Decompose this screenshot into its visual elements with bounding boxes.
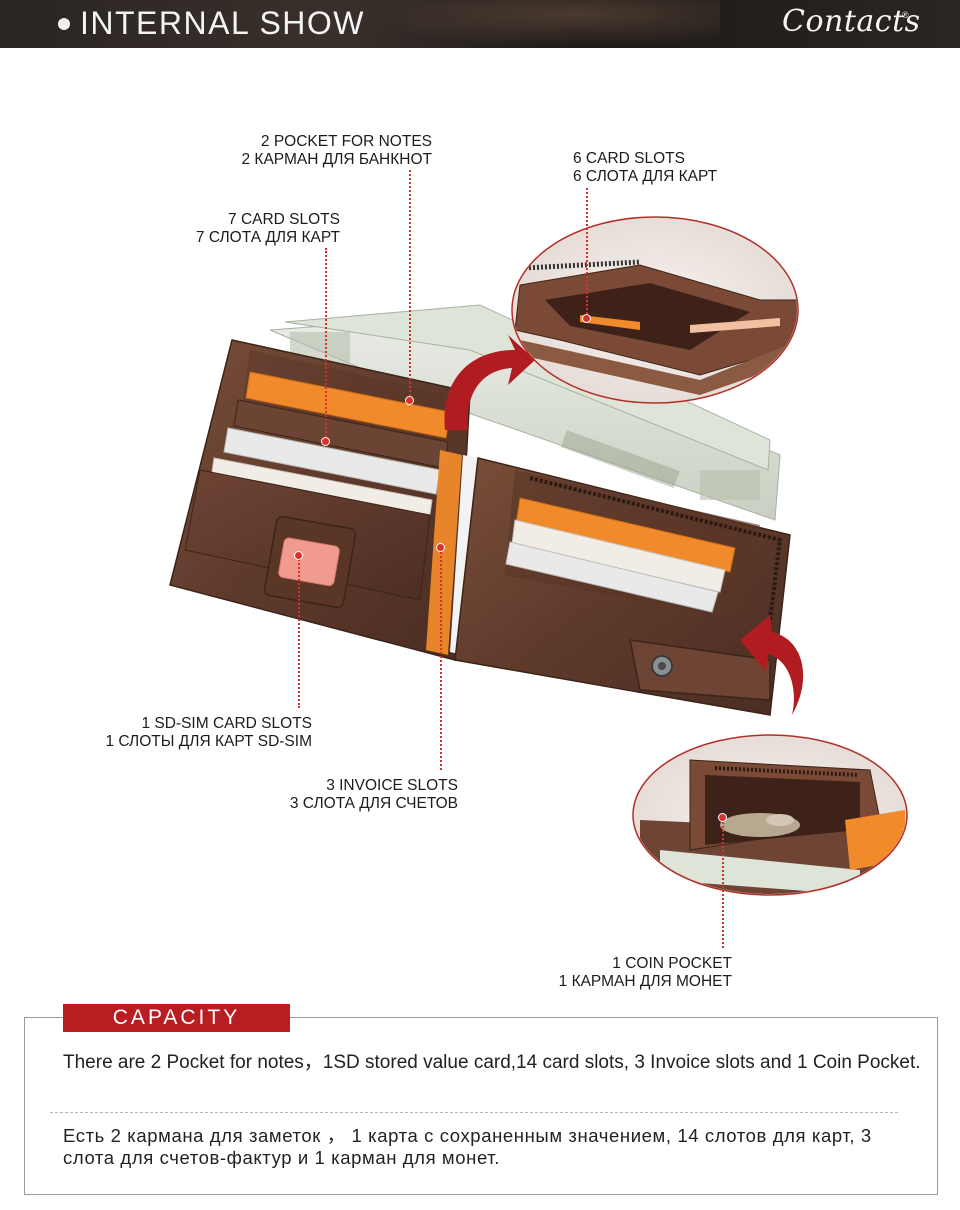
leader-sdsim	[298, 556, 300, 708]
label-notes-ru: 2 КАРМАН ДЛЯ БАНКНОТ	[241, 151, 433, 168]
capacity-tag: CAPACITY	[63, 1004, 290, 1032]
leader-invoice-dot	[436, 543, 445, 552]
header-banner: INTERNAL SHOW Contacts ®	[0, 0, 960, 48]
label-card7-ru: 7 СЛОТА ДЛЯ КАРТ	[195, 229, 340, 246]
leader-coin-dot	[718, 813, 727, 822]
capacity-text-en: There are 2 Pocket for notes，1SD stored …	[63, 1052, 921, 1073]
leader-card7	[325, 248, 327, 440]
leader-card7-dot	[321, 437, 330, 446]
arrow-to-top-zoom	[444, 335, 535, 430]
label-coin: 1 COIN POCKET 1 КАРМАН ДЛЯ МОНЕТ	[559, 955, 732, 991]
leader-notes	[409, 170, 411, 400]
bullet-icon	[58, 18, 70, 30]
label-invoice-ru: 3 СЛОТА ДЛЯ СЧЕТОВ	[289, 795, 458, 812]
wallet-illustration	[169, 216, 908, 896]
leader-sdsim-dot	[294, 551, 303, 560]
arrow-to-bottom-zoom	[740, 615, 804, 715]
label-invoice-en: 3 INVOICE SLOTS	[326, 777, 458, 794]
label-coin-ru: 1 КАРМАН ДЛЯ МОНЕТ	[558, 973, 732, 990]
label-notes-en: 2 POCKET FOR NOTES	[260, 133, 432, 150]
leader-notes-dot	[405, 396, 414, 405]
zoom-coin-pocket	[632, 734, 908, 896]
label-card6: 6 CARD SLOTS 6 СЛОТА ДЛЯ КАРТ	[573, 150, 717, 186]
zoom-card-slots	[511, 216, 799, 404]
label-card7: 7 CARD SLOTS 7 СЛОТА ДЛЯ КАРТ	[196, 211, 340, 247]
label-notes: 2 POCKET FOR NOTES 2 КАРМАН ДЛЯ БАНКНОТ	[242, 133, 433, 169]
leader-invoice	[440, 548, 442, 770]
label-card6-en: 6 CARD SLOTS	[573, 150, 685, 167]
capacity-divider	[50, 1112, 898, 1113]
label-invoice: 3 INVOICE SLOTS 3 СЛОТА ДЛЯ СЧЕТОВ	[290, 777, 458, 813]
label-coin-en: 1 COIN POCKET	[612, 955, 732, 972]
leader-card6	[586, 188, 588, 318]
capacity-box	[24, 1017, 938, 1195]
label-sdsim-ru: 1 СЛОТЫ ДЛЯ КАРТ SD-SIM	[105, 733, 312, 750]
brand-logo: Contacts	[782, 4, 921, 39]
label-sdsim-en: 1 SD-SIM CARD SLOTS	[141, 715, 312, 732]
capacity-text-ru: Есть 2 кармана для заметок ， 1 карта с с…	[63, 1125, 872, 1168]
wallet-right-panel	[454, 457, 791, 716]
wallet-left-panel	[169, 339, 478, 661]
label-card7-en: 7 CARD SLOTS	[228, 211, 340, 228]
leader-coin	[722, 818, 724, 948]
label-card6-ru: 6 СЛОТА ДЛЯ КАРТ	[573, 168, 718, 185]
page-title: INTERNAL SHOW	[80, 5, 365, 41]
leader-card6-dot	[582, 314, 591, 323]
header-glow	[360, 0, 720, 48]
label-sdsim: 1 SD-SIM CARD SLOTS 1 СЛОТЫ ДЛЯ КАРТ SD-…	[105, 715, 312, 751]
registered-mark: ®	[902, 10, 909, 20]
